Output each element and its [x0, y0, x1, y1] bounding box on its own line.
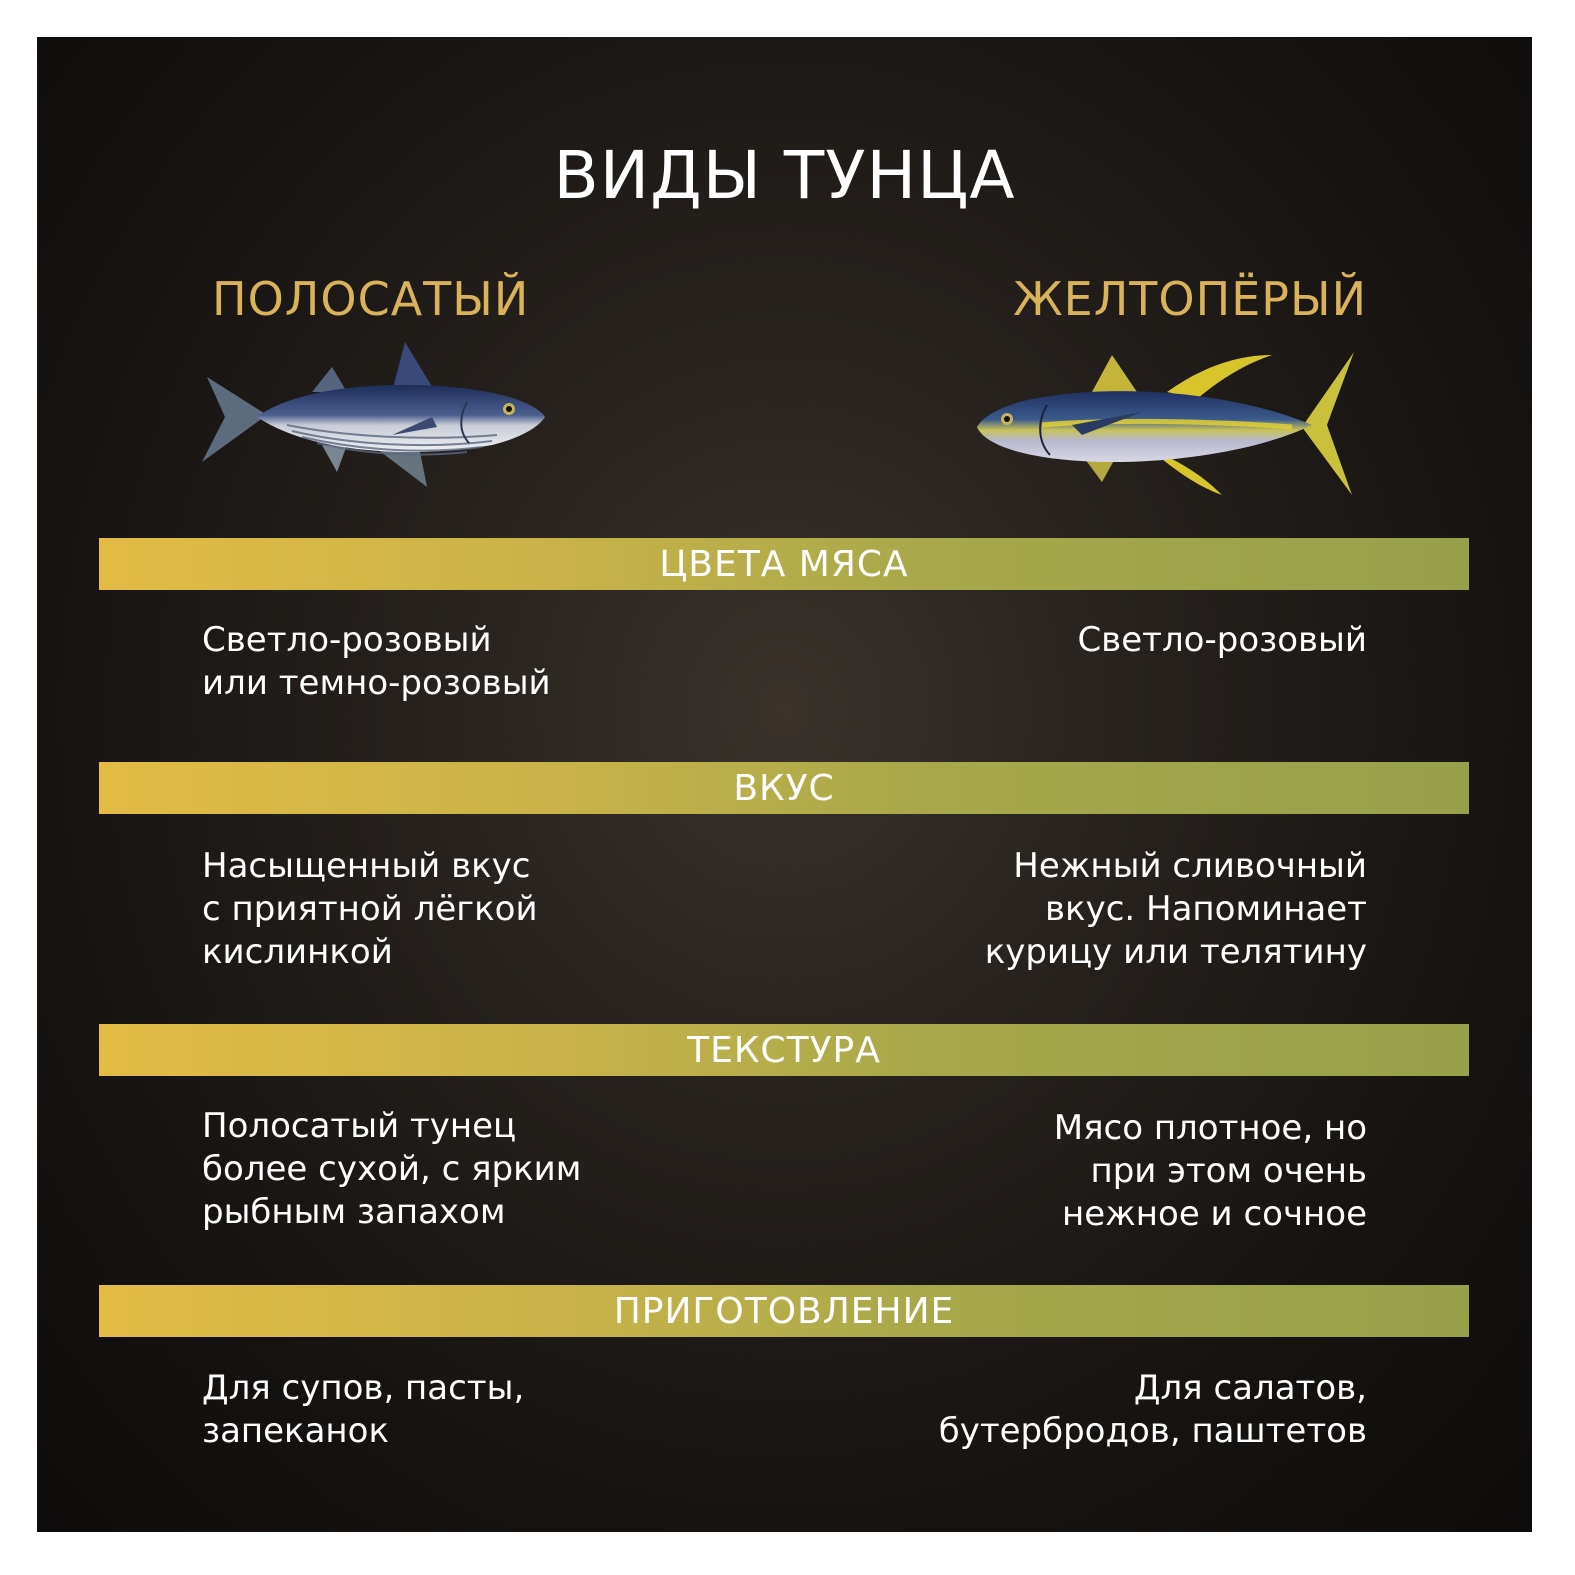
skipjack-tuna-icon — [202, 342, 545, 487]
cooking-yellowfin: Для салатов, бутербродов, паштетов — [938, 1368, 1367, 1451]
section-header-cooking: ПРИГОТОВЛЕНИЕ — [99, 1285, 1469, 1337]
section-header-taste: ВКУС — [99, 762, 1469, 814]
infographic-panel: ВИДЫ ТУНЦА ПОЛОСАТЫЙ ЖЕЛТОПЁРЫЙ — [37, 37, 1532, 1532]
taste-yellowfin: Нежный сливочный вкус. Напоминает курицу… — [984, 846, 1367, 972]
species-name-yellowfin: ЖЕЛТОПЁРЫЙ — [1013, 272, 1367, 326]
meat-color-yellowfin: Светло-розовый — [1077, 620, 1367, 660]
page-title: ВИДЫ ТУНЦА — [553, 137, 1016, 214]
texture-skipjack: Полосатый тунец более сухой, с ярким рыб… — [202, 1106, 582, 1232]
taste-skipjack: Насыщенный вкус с приятной лёгкой кислин… — [202, 846, 538, 972]
species-name-skipjack: ПОЛОСАТЫЙ — [212, 272, 530, 326]
section-header-meat-color: ЦВЕТА МЯСА — [99, 538, 1469, 590]
cooking-skipjack: Для супов, пасты, запеканок — [202, 1368, 525, 1451]
section-header-texture: ТЕКСТУРА — [99, 1024, 1469, 1076]
texture-yellowfin: Мясо плотное, но при этом очень нежное и… — [1053, 1108, 1367, 1234]
meat-color-skipjack: Светло-розовый или темно-розовый — [202, 620, 551, 703]
yellowfin-tuna-icon — [977, 352, 1354, 495]
